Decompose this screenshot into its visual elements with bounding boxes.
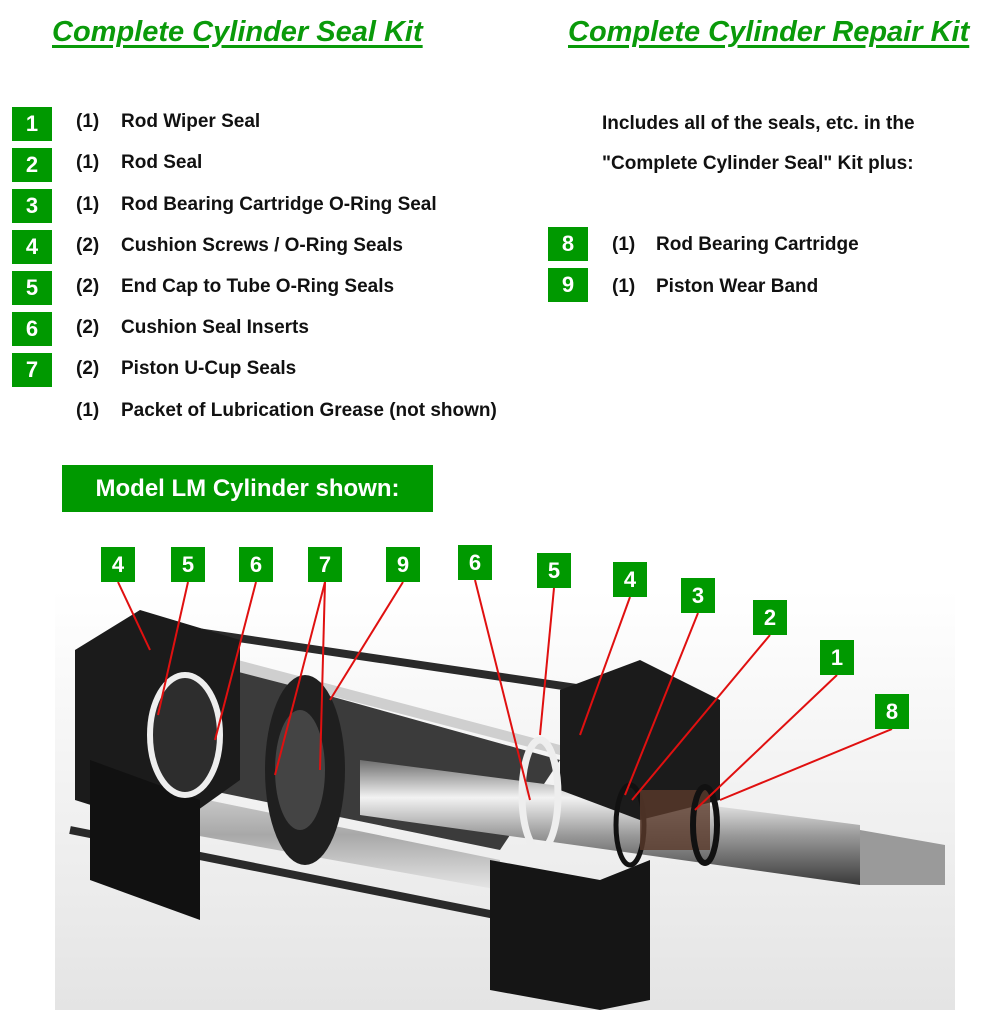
rod-thread	[860, 830, 945, 885]
callout-badge: 8	[875, 694, 909, 729]
item-label: Rod Bearing Cartridge	[656, 234, 859, 255]
item-label: Cushion Screws / O-Ring Seals	[121, 235, 403, 256]
item-badge: 1	[12, 107, 52, 141]
repair-kit-title: Complete Cylinder Repair Kit	[568, 16, 970, 48]
item-qty: (2)	[76, 358, 100, 379]
item-qty: (1)	[612, 276, 636, 297]
cushion-insert-left	[147, 672, 223, 798]
item-label: Rod Wiper Seal	[121, 111, 261, 132]
item-qty: (1)	[76, 152, 100, 173]
leader-lines	[117, 579, 893, 811]
item-badge: 3	[12, 189, 52, 223]
callout-badge: 2	[753, 600, 787, 635]
item-qty: (2)	[76, 276, 100, 297]
item-label: Cushion Seal Inserts	[121, 317, 309, 338]
repair-kit-description-line1: Includes all of the seals, etc. in the	[602, 113, 915, 134]
callout-badge: 4	[101, 547, 135, 582]
item-label: Piston Wear Band	[656, 276, 819, 297]
item-qty: (1)	[76, 194, 100, 215]
item-badge: 9	[548, 268, 588, 302]
callout-badge: 4	[613, 562, 647, 597]
rod-bearing-cartridge	[640, 790, 710, 850]
item-qty: (2)	[76, 317, 100, 338]
piston-rod	[360, 760, 860, 885]
item-badge: 4	[12, 230, 52, 264]
callout-badge: 5	[537, 553, 571, 588]
item-label: Rod Bearing Cartridge O-Ring Seal	[121, 194, 437, 215]
right-end-cap	[560, 660, 720, 820]
item-label: Rod Seal	[121, 152, 203, 173]
item-badge: 2	[12, 148, 52, 182]
item-label: End Cap to Tube O-Ring Seals	[121, 276, 395, 297]
item-qty: (1)	[612, 234, 636, 255]
callout-badge: 9	[386, 547, 420, 582]
item-badge: 8	[548, 227, 588, 261]
callout-badge: 3	[681, 578, 715, 613]
item-label: Piston U-Cup Seals	[121, 358, 297, 379]
repair-kit-description-line2: "Complete Cylinder Seal" Kit plus:	[602, 153, 914, 174]
item-label: Packet of Lubrication Grease (not shown)	[121, 400, 497, 421]
callout-badge: 6	[239, 547, 273, 582]
item-qty: (1)	[76, 111, 100, 132]
seal-kit-title: Complete Cylinder Seal Kit	[52, 16, 423, 48]
item-badge: 6	[12, 312, 52, 346]
callout-badge: 6	[458, 545, 492, 580]
item-badge: 7	[12, 353, 52, 387]
model-caption: Model LM Cylinder shown:	[62, 465, 433, 512]
callout-badge: 7	[308, 547, 342, 582]
item-qty: (1)	[76, 400, 100, 421]
callout-badge: 5	[171, 547, 205, 582]
item-badge: 5	[12, 271, 52, 305]
callout-badge: 1	[820, 640, 854, 675]
item-qty: (2)	[76, 235, 100, 256]
